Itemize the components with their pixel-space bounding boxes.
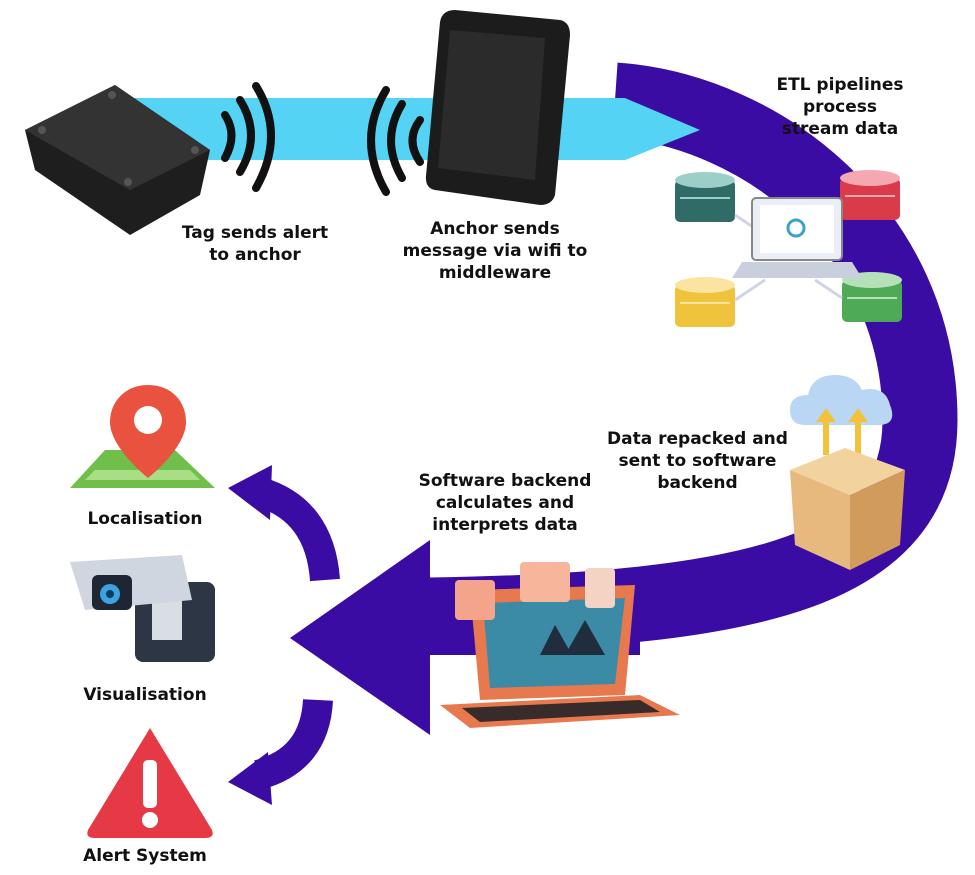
output-arrow-localisation (228, 465, 340, 582)
laptop-icon (732, 197, 862, 278)
server-stack-icon (840, 170, 900, 220)
security-camera-icon (70, 555, 215, 662)
laptop-icon (440, 562, 680, 728)
warning-triangle-icon (87, 728, 213, 838)
server-stack-icon (842, 272, 902, 322)
label-data-repacked: Data repacked and sent to software backe… (607, 429, 788, 493)
map-pin-icon (70, 385, 215, 488)
output-arrow-alert (228, 698, 333, 805)
wifi-signal-icon (367, 86, 424, 196)
label-localisation: Localisation (87, 509, 203, 529)
label-anchor-sends: Anchor sends message via wifi to middlew… (402, 219, 588, 283)
label-tag-sends-alert: Tag sends alert to anchor (181, 223, 329, 265)
package-box-icon (790, 448, 905, 570)
anchor-device-icon (425, 10, 570, 205)
label-software-backend: Software backend calculates and interpre… (418, 471, 592, 535)
tag-device-icon (25, 85, 210, 235)
server-stack-icon (675, 277, 735, 327)
label-etl-pipelines: ETL pipelines process stream data (776, 75, 904, 139)
server-stack-icon (675, 172, 735, 222)
cloud-upload-icon (790, 375, 893, 455)
etl-cluster (675, 170, 902, 327)
label-alert-system: Alert System (83, 846, 207, 866)
label-visualisation: Visualisation (83, 685, 207, 705)
wifi-signal-icon (221, 82, 275, 192)
